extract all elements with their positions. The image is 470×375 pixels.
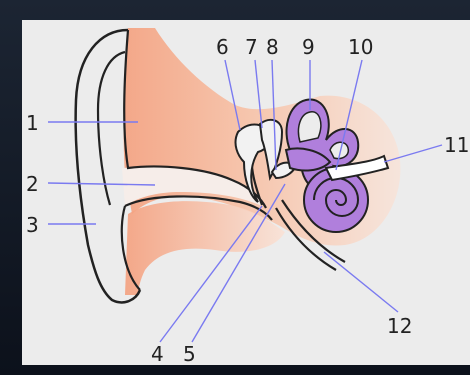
label-12: 12 [387,314,412,338]
label-8: 8 [266,35,279,59]
label-5: 5 [183,342,196,366]
label-6: 6 [216,35,229,59]
label-1: 1 [26,111,39,135]
label-7: 7 [245,35,258,59]
label-3: 3 [26,213,39,237]
label-4: 4 [151,342,164,366]
label-9: 9 [302,35,315,59]
label-10: 10 [348,35,373,59]
label-2: 2 [26,172,39,196]
pinna-inner-fold [98,52,125,205]
label-11: 11 [444,133,469,157]
leader-line-12 [324,252,398,312]
